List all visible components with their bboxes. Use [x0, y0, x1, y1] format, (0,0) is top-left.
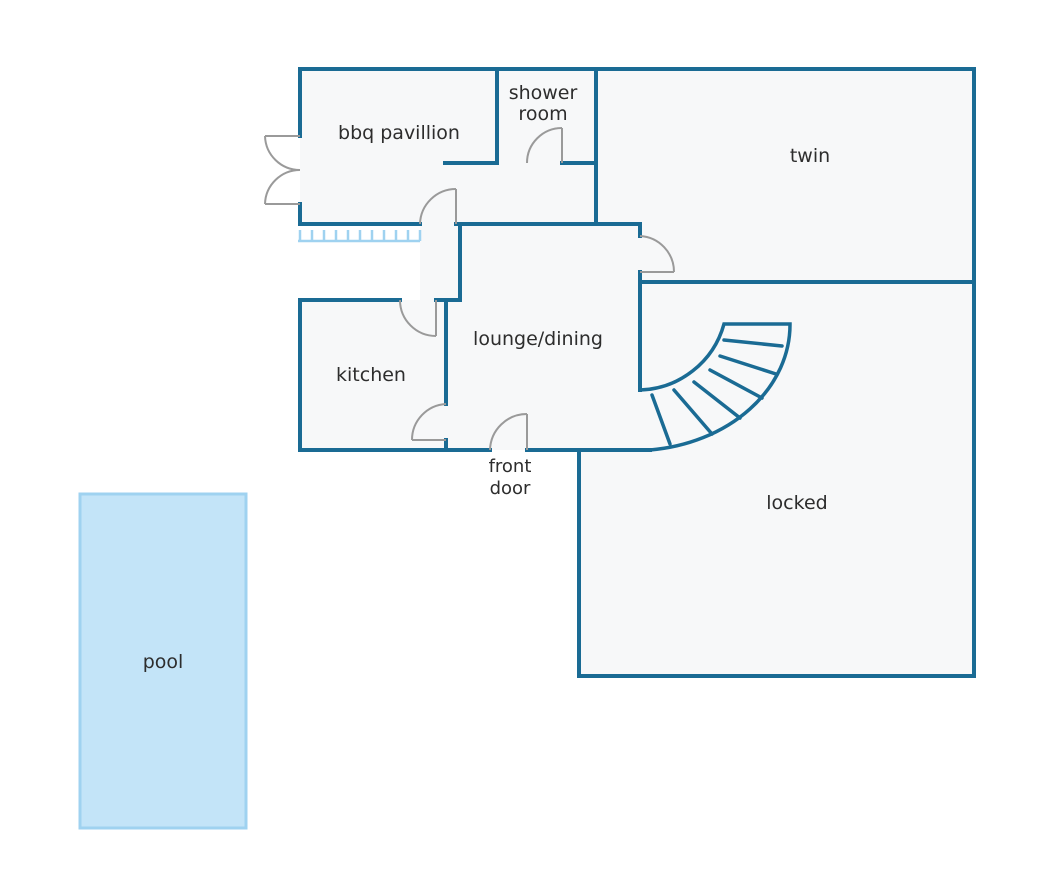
twin-door[interactable] — [639, 235, 676, 273]
bbq-corridor-door[interactable] — [419, 188, 457, 225]
doors — [264, 127, 676, 451]
window — [298, 230, 422, 243]
kitchen-door[interactable] — [399, 299, 437, 337]
label-bbq-pavillion: bbq pavillion — [338, 122, 460, 144]
label-front: front — [489, 456, 532, 477]
label-twin: twin — [790, 145, 830, 167]
bbq-double-door[interactable] — [264, 135, 301, 205]
label-lounge-dining: lounge/dining — [473, 328, 603, 350]
spiral-staircase[interactable] — [638, 322, 792, 452]
front-door[interactable] — [489, 413, 528, 451]
shower-room-door[interactable] — [526, 127, 563, 164]
label-pool: pool — [143, 651, 184, 673]
walls — [298, 67, 976, 678]
label-room: room — [518, 103, 567, 125]
label-locked: locked — [766, 492, 827, 514]
floor-fills — [300, 69, 974, 676]
label-kitchen: kitchen — [336, 364, 406, 386]
pool-area[interactable] — [78, 492, 248, 830]
kitchen-lounge-door[interactable] — [410, 403, 447, 441]
label-shower: shower — [509, 82, 578, 104]
label-door: door — [490, 478, 531, 499]
